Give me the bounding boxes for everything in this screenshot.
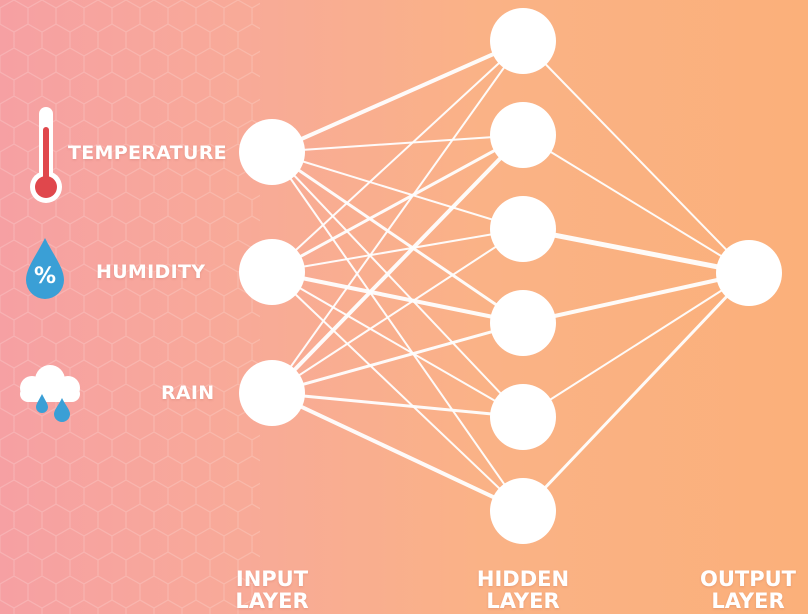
input-node-1 xyxy=(239,119,305,185)
layer-label-output: OUTPUT LAYER xyxy=(688,568,808,612)
humidity-percent-symbol: % xyxy=(33,264,57,289)
output-node-1 xyxy=(716,240,782,306)
edge-hidden-5-output-1 xyxy=(522,272,750,418)
edge-hidden-3-output-1 xyxy=(520,226,752,276)
edge-input-3-hidden-5 xyxy=(270,391,525,419)
edge-input-3-hidden-2 xyxy=(270,133,525,395)
edge-input-3-hidden-1 xyxy=(271,40,524,394)
edge-input-2-hidden-2 xyxy=(270,133,525,274)
layer-label-hidden-line2: LAYER xyxy=(486,589,560,613)
feature-label-humidity: HUMIDITY xyxy=(96,261,206,283)
layer-label-output-line1: OUTPUT xyxy=(700,567,796,591)
edge-input-2-hidden-3 xyxy=(271,228,524,273)
connection-lines xyxy=(270,39,752,513)
hidden-node-5 xyxy=(490,384,556,450)
edge-hidden-6-output-1 xyxy=(521,271,751,513)
thermometer-icon xyxy=(30,107,62,203)
hidden-node-3 xyxy=(490,196,556,262)
edge-input-1-hidden-1 xyxy=(270,39,525,154)
hidden-node-4 xyxy=(490,290,556,356)
edge-input-2-hidden-1 xyxy=(271,40,524,273)
hidden-node-2 xyxy=(490,102,556,168)
edge-input-3-hidden-3 xyxy=(271,228,524,394)
hidden-node-1 xyxy=(490,8,556,74)
input-node-3 xyxy=(239,360,305,426)
feature-label-rain: RAIN xyxy=(161,382,215,404)
edge-input-1-hidden-4 xyxy=(270,150,525,325)
hexagon-pattern-background xyxy=(0,0,260,614)
layer-label-output-line2: LAYER xyxy=(711,589,785,613)
edge-input-2-hidden-5 xyxy=(271,271,524,418)
neuron-nodes xyxy=(239,8,782,544)
edge-hidden-1-output-1 xyxy=(522,40,750,274)
rain-cloud-icon xyxy=(20,365,80,422)
edge-input-3-hidden-6 xyxy=(270,391,525,513)
edge-input-1-hidden-3 xyxy=(271,151,524,230)
hidden-node-6 xyxy=(490,478,556,544)
edge-input-1-hidden-2 xyxy=(271,134,524,153)
input-node-2 xyxy=(239,239,305,305)
edge-hidden-4-output-1 xyxy=(521,271,751,325)
drop-shape xyxy=(26,238,64,299)
edge-input-3-hidden-4 xyxy=(270,321,525,395)
edge-input-2-hidden-6 xyxy=(271,271,524,512)
edge-input-1-hidden-6 xyxy=(271,151,524,512)
layer-label-hidden: HIDDEN LAYER xyxy=(463,568,583,612)
edge-input-2-hidden-4 xyxy=(270,270,525,325)
humidity-drop-icon: % xyxy=(24,236,66,302)
layer-label-hidden-line1: HIDDEN xyxy=(476,567,570,591)
layer-label-input-line1: INPUT xyxy=(235,567,309,591)
layer-label-input-line2: LAYER xyxy=(235,589,309,613)
layer-label-input: INPUT LAYER xyxy=(212,568,332,612)
edge-hidden-2-output-1 xyxy=(522,134,750,274)
feature-label-temperature: TEMPERATURE xyxy=(68,142,227,164)
edge-input-1-hidden-5 xyxy=(271,151,524,418)
